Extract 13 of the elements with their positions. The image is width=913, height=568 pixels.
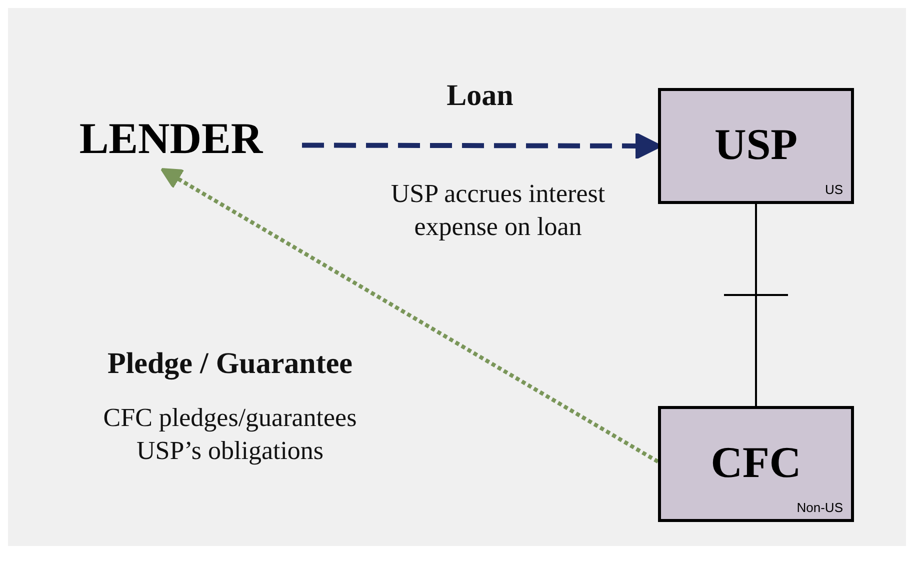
connector-line: [755, 204, 757, 406]
section-heading: Pledge / Guarantee: [106, 346, 354, 382]
note-text: CFC pledges/guarantees USP’s obligations: [102, 402, 358, 467]
jurisdiction-label: US: [824, 182, 843, 197]
entity-box: [658, 88, 854, 204]
entity-box: [658, 406, 854, 522]
entity-label: LENDER: [40, 108, 302, 170]
edge-label: Loan: [446, 78, 514, 114]
entity-name: CFC: [710, 437, 802, 488]
jurisdiction-label: Non-US: [796, 500, 843, 515]
arrow: [160, 168, 660, 464]
note-text: USP accrues interest expense on loan: [390, 178, 606, 242]
entity-name: USP: [713, 119, 799, 170]
